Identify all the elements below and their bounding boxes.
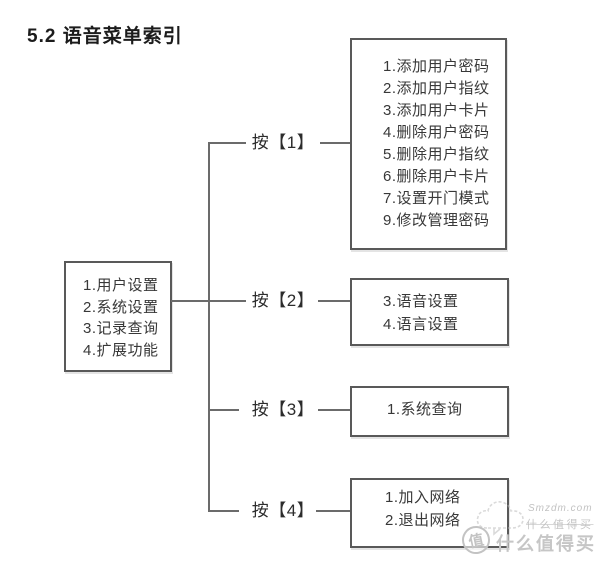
submenu-item: 3.添加用户卡片 xyxy=(383,102,490,119)
branch-line-left-4 xyxy=(208,510,239,512)
root-menu-item: 1.用户设置 xyxy=(83,277,159,294)
tree-trunk-line xyxy=(208,143,210,512)
submenu-item: 4.语言设置 xyxy=(383,316,459,333)
submenu-item: 5.删除用户指纹 xyxy=(383,146,490,163)
submenu-item: 2.退出网络 xyxy=(385,512,461,529)
root-menu-item: 2.系统设置 xyxy=(83,298,159,316)
branch-label-press-2: 按【2】 xyxy=(250,289,316,313)
submenu-box-1: 1.添加用户密码 2.添加用户指纹 3.添加用户卡片 4.删除用户密码 5.删除… xyxy=(350,38,507,250)
watermark-brand-text: 什么值得买 xyxy=(496,534,596,554)
page-title: 5.2 语音菜单索引 xyxy=(27,26,183,47)
submenu-item: 7.设置开门模式 xyxy=(383,190,490,207)
branch-line-right-1 xyxy=(320,142,350,144)
submenu-item: 3.语音设置 xyxy=(383,293,459,310)
branch-line-left-2 xyxy=(171,300,246,302)
branch-line-right-2 xyxy=(318,300,350,302)
submenu-item: 1.加入网络 xyxy=(385,489,461,506)
submenu-item: 4.删除用户密码 xyxy=(383,124,490,141)
submenu-box-2: 3.语音设置 4.语言设置 xyxy=(350,278,509,346)
branch-label-press-4: 按【4】 xyxy=(250,499,316,523)
root-menu-box: 1.用户设置 2.系统设置 3.记录查询 4.扩展功能 xyxy=(64,261,172,372)
branch-line-left-3 xyxy=(208,409,239,411)
branch-label-press-1: 按【1】 xyxy=(250,131,316,155)
branch-line-right-4 xyxy=(315,510,350,512)
submenu-box-3: 1.系统查询 xyxy=(350,386,509,437)
root-menu-item: 4.扩展功能 xyxy=(83,341,159,359)
submenu-item: 9.修改管理密码 xyxy=(383,212,490,229)
branch-label-press-3: 按【3】 xyxy=(250,398,316,422)
submenu-item: 2.添加用户指纹 xyxy=(383,80,490,97)
branch-line-left-1 xyxy=(208,142,246,144)
submenu-item: 1.添加用户密码 xyxy=(383,58,490,75)
watermark-small-text: Smzdm.com xyxy=(528,503,593,514)
branch-line-right-3 xyxy=(318,409,350,411)
submenu-item: 6.删除用户卡片 xyxy=(383,168,490,185)
submenu-item: 1.系统查询 xyxy=(387,401,463,418)
root-menu-item: 3.记录查询 xyxy=(83,320,159,337)
watermark-small-text: 什么值得买 xyxy=(526,519,594,531)
submenu-box-4: 1.加入网络 2.退出网络 xyxy=(350,478,509,548)
